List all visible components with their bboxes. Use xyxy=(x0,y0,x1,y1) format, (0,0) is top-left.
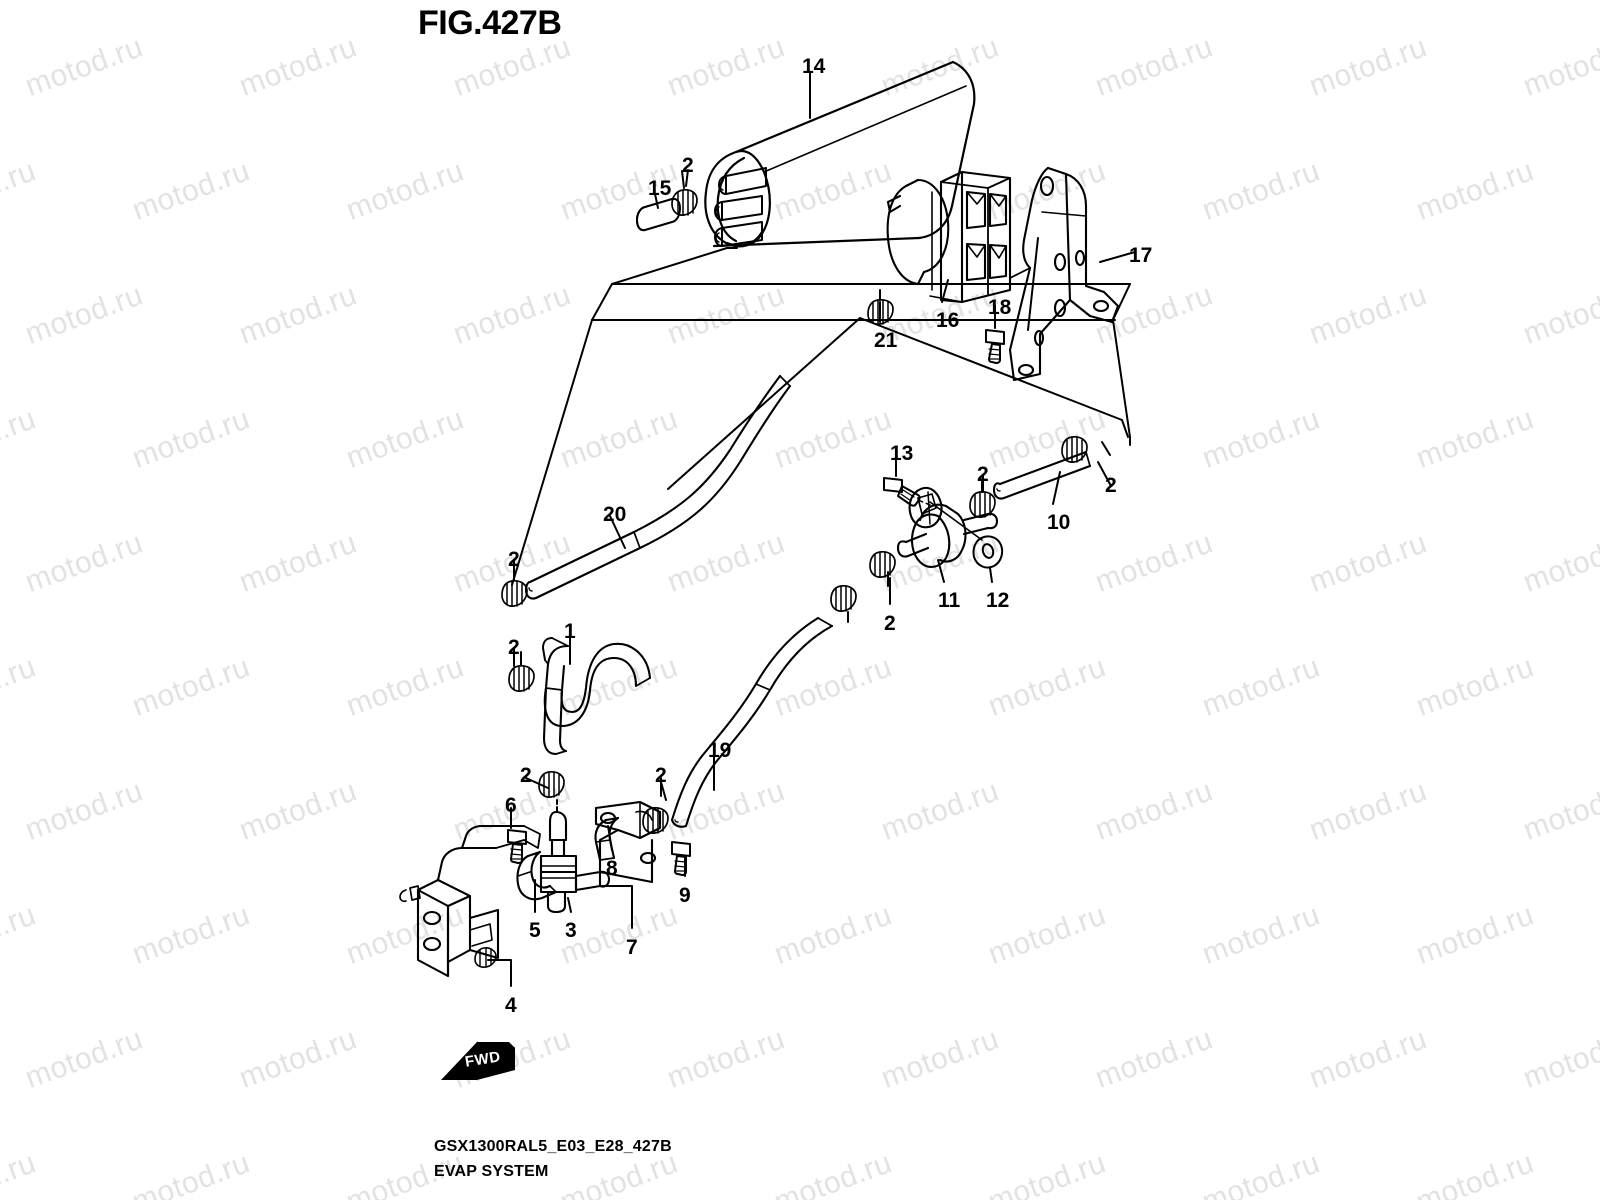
callout-17: 17 xyxy=(1129,244,1153,267)
callout-2-canister: 2 xyxy=(682,154,694,177)
part-hose-breather xyxy=(542,637,652,756)
clamp-valve-top xyxy=(538,771,565,813)
part-hose-purge xyxy=(992,450,1092,500)
callout-1: 1 xyxy=(564,620,576,643)
callout-2-hose10-right: 2 xyxy=(1105,474,1117,497)
callout-9: 9 xyxy=(679,884,691,907)
part-purge-valve xyxy=(896,486,999,568)
callout-leaders xyxy=(487,71,1136,987)
part-cushion xyxy=(972,535,1004,569)
part-canister-holder xyxy=(886,170,1012,304)
callout-2-valve-top: 2 xyxy=(520,764,532,787)
clamp-canister-top xyxy=(671,170,698,216)
clamp-valve-left xyxy=(869,551,896,587)
callout-2-hose19: 2 xyxy=(655,764,667,787)
part-bolt-6 xyxy=(507,829,527,864)
page-title: FIG.427B xyxy=(418,4,562,42)
part-bolt-13 xyxy=(883,477,931,507)
part-cap xyxy=(636,197,681,232)
callout-7: 7 xyxy=(626,936,638,959)
clamp-hose19-top xyxy=(830,585,857,623)
part-bolt-9 xyxy=(671,841,691,876)
part-canister xyxy=(704,60,976,248)
callout-5: 5 xyxy=(529,919,541,942)
callout-2-valve-left: 2 xyxy=(884,612,896,635)
callout-4: 4 xyxy=(505,994,517,1017)
callout-12: 12 xyxy=(986,589,1010,612)
callout-10: 10 xyxy=(1047,511,1071,534)
callout-16: 16 xyxy=(936,309,960,332)
callout-6: 6 xyxy=(505,794,517,817)
part-bracket-canister xyxy=(1008,166,1120,382)
forward-direction-arrow: FWD xyxy=(437,1028,527,1088)
callout-20: 20 xyxy=(603,503,627,526)
footer-diagram-code: GSX1300RAL5_E03_E28_427B xyxy=(434,1138,672,1155)
assembly-reference-lines-2 xyxy=(667,317,1129,490)
part-bolt-18 xyxy=(985,329,1005,364)
callout-13: 13 xyxy=(890,442,914,465)
clamp-hose1 xyxy=(508,651,535,692)
callout-2-hose1: 2 xyxy=(508,636,520,659)
part-hose-vapor xyxy=(670,616,834,828)
callout-3: 3 xyxy=(565,919,577,942)
callout-21: 21 xyxy=(874,329,898,352)
part-clip xyxy=(594,816,620,862)
callout-11: 11 xyxy=(938,589,961,612)
callout-2-hose10-left: 2 xyxy=(977,463,989,486)
assembly-reference-lines xyxy=(511,247,1131,586)
part-bracket-mount xyxy=(399,824,541,978)
callout-19: 19 xyxy=(708,739,732,762)
clamp-hose10-right xyxy=(1061,436,1111,463)
part-clamp-21 xyxy=(867,289,894,325)
clamp-hose19-bottom xyxy=(642,781,669,834)
callout-8: 8 xyxy=(606,857,618,880)
part-hose-canister xyxy=(524,374,792,600)
part-bracket-valve xyxy=(594,800,662,884)
callout-2-hose20: 2 xyxy=(508,548,520,571)
footer-system-name: EVAP SYSTEM xyxy=(434,1163,549,1180)
callout-18: 18 xyxy=(988,296,1012,319)
callout-14: 14 xyxy=(802,55,826,78)
canister-nozzles xyxy=(714,167,767,247)
callout-15: 15 xyxy=(648,177,672,200)
